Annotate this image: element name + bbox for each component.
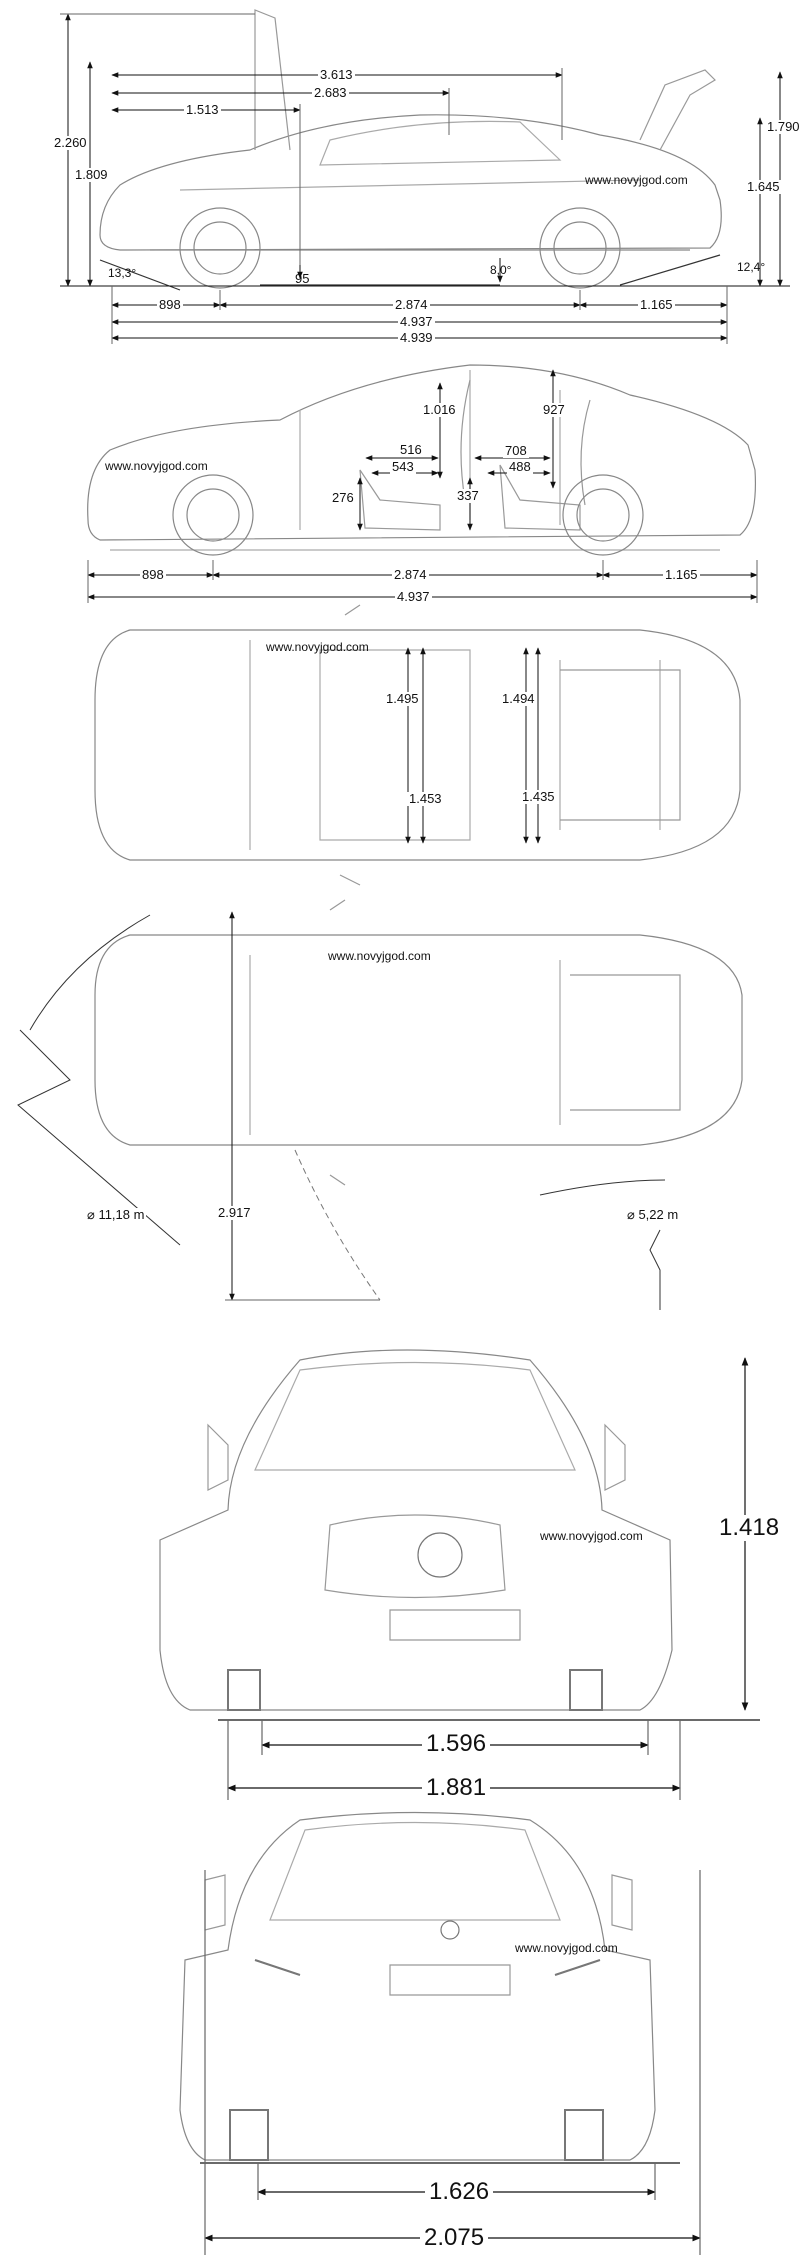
dim-front-seat-height: 276 <box>330 490 356 505</box>
dim-height-rear: 1.645 <box>745 179 782 194</box>
dim-overall-height-open: 2.260 <box>52 135 89 150</box>
dim-rear-legroom: 708 <box>503 443 529 458</box>
side-view-interior <box>87 364 757 556</box>
rear-view <box>179 1811 656 2161</box>
dim-rear-seat: 488 <box>507 459 533 474</box>
dim-height-door-open: 1.809 <box>73 167 110 182</box>
dim-shoulder-front: 1.495 <box>384 691 421 706</box>
dim-front-seat-1: 516 <box>398 442 424 457</box>
dim-hip-front: 1.453 <box>407 791 444 806</box>
dim-length-alt: 4.939 <box>398 330 435 345</box>
dim-ground-clearance: 95 <box>295 271 310 286</box>
dim-track-front: 1.596 <box>422 1731 491 1757</box>
watermark-3: www.novyjgod.com <box>266 640 369 654</box>
dim-width: 1.881 <box>422 1775 491 1801</box>
side-view-exterior <box>99 9 722 291</box>
dim-headroom-front: 1.016 <box>421 402 458 417</box>
dim-length: 4.937 <box>398 314 435 329</box>
dim-wheelbase: 2.874 <box>393 297 430 312</box>
front-view <box>159 1349 673 1711</box>
dim-turning-circle: ⌀ 11,18 m <box>85 1207 147 1222</box>
dim-width-mirrors: 2.075 <box>420 2225 489 2251</box>
dim-rear-overhang: 1.165 <box>638 297 675 312</box>
watermark-6: www.novyjgod.com <box>515 1941 618 1955</box>
dim-headroom-rear: 927 <box>541 402 567 417</box>
dim-hood-length: 1.513 <box>184 102 221 117</box>
dim-approach-angle: 13,3° <box>108 266 137 280</box>
watermark-1: www.novyjgod.com <box>585 173 688 187</box>
top-view-turning <box>94 899 743 1186</box>
dim-interior-wheelbase: 2.874 <box>392 567 429 582</box>
watermark-2: www.novyjgod.com <box>105 459 208 473</box>
dim-interior-front-overhang: 898 <box>140 567 166 582</box>
dim-door-to-rear: 2.683 <box>312 85 349 100</box>
dim-front-overhang: 898 <box>157 297 183 312</box>
top-view-interior <box>94 604 741 886</box>
watermark-5: www.novyjgod.com <box>540 1529 643 1543</box>
dim-rear-seat-height: 337 <box>455 488 481 503</box>
dim-roof-length: 3.613 <box>318 67 355 82</box>
top-interior-dimension-lines <box>405 647 541 844</box>
turning-dimension-lines <box>17 911 666 1310</box>
dim-shoulder-rear: 1.494 <box>500 691 537 706</box>
dim-hip-rear: 1.435 <box>520 789 557 804</box>
dim-departure-angle: 12,4° <box>737 260 766 274</box>
dim-front-height: 1.418 <box>715 1515 784 1541</box>
dim-trunk-open-height: 1.790 <box>765 119 802 134</box>
dim-interior-rear-overhang: 1.165 <box>663 567 700 582</box>
dim-front-seat-2: 543 <box>390 459 416 474</box>
dim-door-swing: 2.917 <box>216 1205 253 1220</box>
dim-trunk-swing: ⌀ 5,22 m <box>625 1207 681 1222</box>
dim-interior-length: 4.937 <box>395 589 432 604</box>
watermark-4: www.novyjgod.com <box>328 949 431 963</box>
dim-track-rear: 1.626 <box>425 2179 494 2205</box>
dim-ramp-angle: 8,0° <box>490 263 512 277</box>
